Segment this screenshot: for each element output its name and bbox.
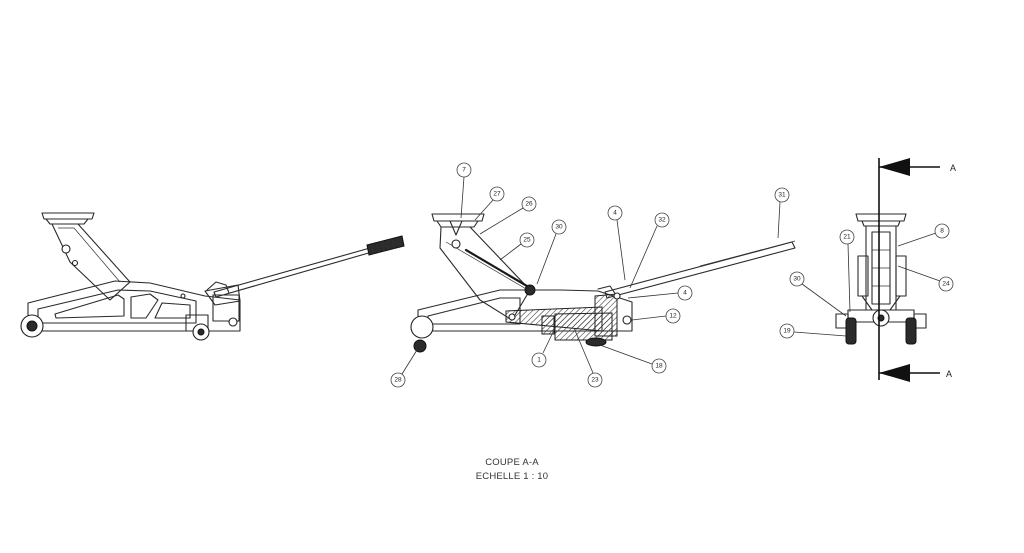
balloon-label: 12: [669, 313, 677, 320]
balloon-label: 28: [394, 377, 402, 384]
balloon-label: 23: [591, 377, 599, 384]
balloon-label: 24: [942, 281, 950, 288]
section-view-jack: [410, 213, 796, 353]
balloon-label: 21: [843, 234, 851, 241]
balloon-label: 1: [537, 357, 541, 364]
balloon-label: 8: [940, 228, 944, 235]
balloon-label: 31: [778, 192, 786, 199]
view-caption: COUPE A-A: [485, 457, 539, 468]
section-label-bottom: A: [946, 369, 952, 379]
balloon-label: 30: [793, 276, 801, 283]
side-view-jack: [20, 212, 405, 341]
balloon-label: 30: [555, 224, 563, 231]
balloon-label: 18: [655, 363, 663, 370]
end-view-jack: [835, 213, 927, 345]
scale-caption: ECHELLE 1 : 10: [475, 471, 549, 482]
balloon-label: 25: [523, 237, 531, 244]
balloon-label: 4: [683, 290, 687, 297]
section-label-top: A: [950, 163, 956, 173]
balloons-middle: 7 27 26 25 30 4 32 31 4 12 18 23: [390, 162, 790, 388]
balloons-right: 21 8 24 30 19: [779, 223, 954, 339]
balloon-label: 32: [658, 217, 666, 224]
balloon-label: 7: [462, 167, 466, 174]
balloon-label: 4: [613, 210, 617, 217]
section-line-a-a: A A: [878, 158, 956, 382]
balloon-label: 26: [525, 201, 533, 208]
balloon-label: 19: [783, 328, 791, 335]
balloon-label: 27: [493, 191, 501, 198]
